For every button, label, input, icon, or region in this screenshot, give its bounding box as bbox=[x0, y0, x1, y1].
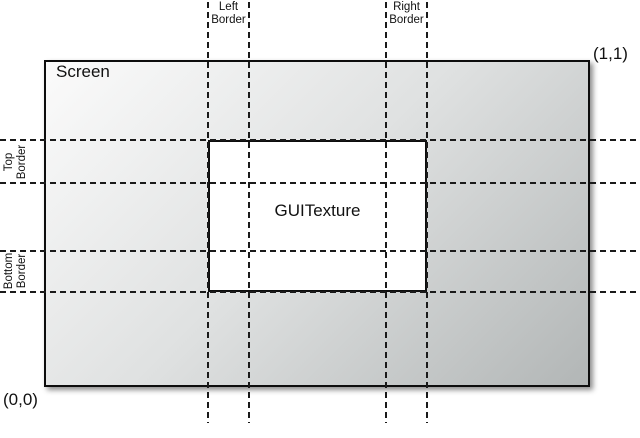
top-border-label: Top Border bbox=[3, 144, 28, 180]
guide-line-right-border-inner bbox=[385, 2, 387, 423]
guide-line-top-border-inner bbox=[0, 182, 640, 184]
guide-line-texture-left bbox=[207, 2, 209, 423]
guide-line-texture-bottom bbox=[0, 291, 640, 293]
guide-line-texture-right bbox=[426, 2, 428, 423]
guitexture-rect bbox=[208, 140, 427, 292]
guide-line-bottom-border-inner bbox=[0, 250, 640, 252]
guitexture-label: GUITexture bbox=[274, 201, 361, 220]
guide-line-left-border-inner bbox=[248, 2, 250, 423]
screen-label: Screen bbox=[56, 62, 110, 81]
guide-line-texture-top bbox=[0, 139, 640, 141]
bottom-border-label: Bottom Border bbox=[3, 252, 28, 290]
left-border-label: Left Border bbox=[211, 1, 246, 26]
coordinate-bottom-left: (0,0) bbox=[3, 390, 38, 409]
coordinate-top-right: (1,1) bbox=[593, 44, 628, 63]
right-border-label: Right Border bbox=[389, 1, 424, 26]
